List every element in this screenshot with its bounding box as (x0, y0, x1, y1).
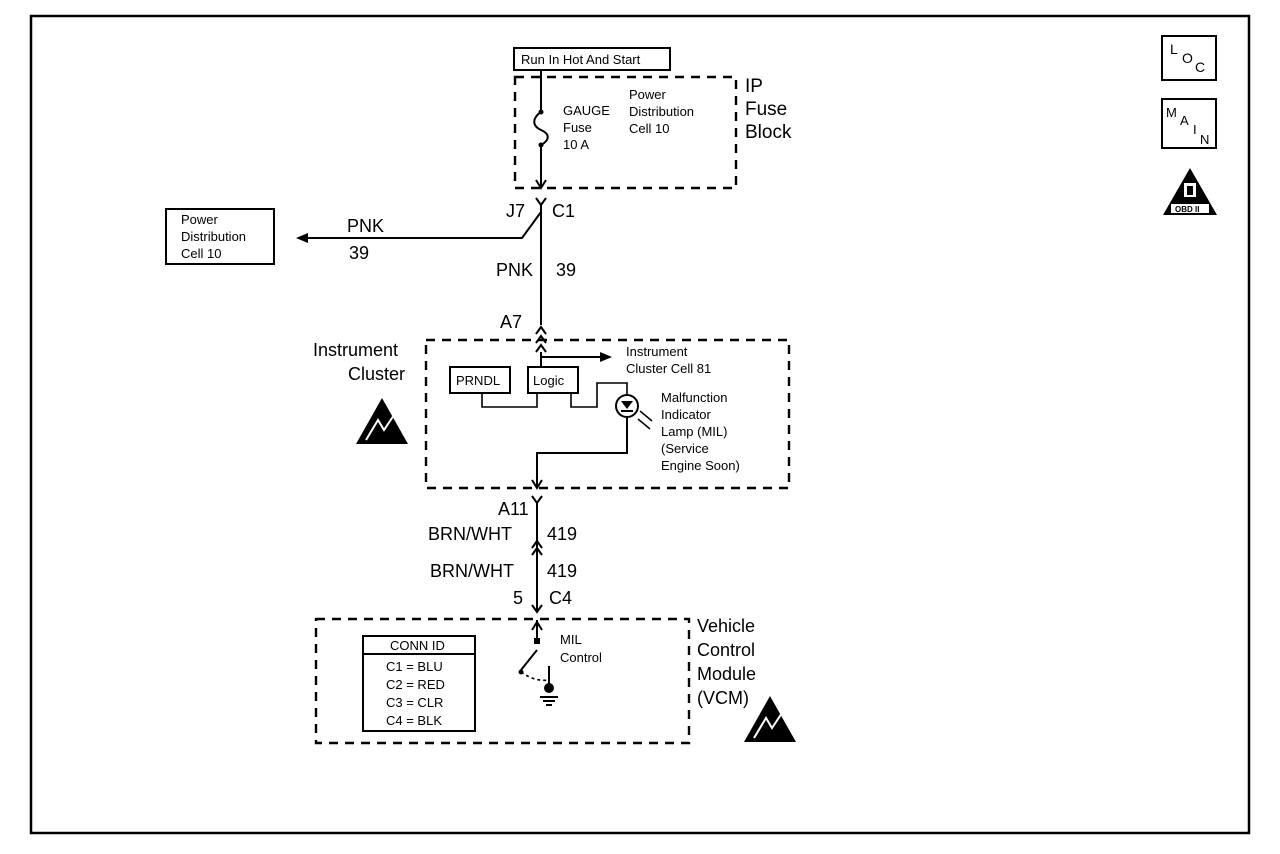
ip-fuse-block-label-2: Fuse (745, 99, 787, 120)
conn-id-c3: C3 = CLR (386, 695, 443, 710)
n419-label-2: 419 (547, 561, 577, 581)
left-pd-box (165, 208, 275, 265)
mil-label-5: Engine Soon) (661, 458, 740, 473)
j7-label: J7 (506, 201, 525, 221)
vcm-label-2: Control (697, 640, 755, 660)
pd-label-2: Distribution (629, 104, 694, 119)
diagram-frame (29, 14, 1251, 835)
esd-warning-icon-vcm (744, 696, 796, 742)
a7-label: A7 (500, 312, 522, 332)
run-start-box (513, 47, 671, 71)
left-pd-label-3: Cell 10 (181, 246, 221, 261)
conn-id-c1: C1 = BLU (386, 659, 443, 674)
a11-label: A11 (498, 499, 529, 519)
mil-control-label-2: Control (560, 650, 602, 665)
pnk-label: PNK (496, 260, 533, 280)
mil-label-1: Malfunction (661, 390, 727, 405)
brn-label-2: BRN/WHT (430, 561, 514, 581)
fuse-icon (533, 111, 549, 146)
mil-label-3: Lamp (MIL) (661, 424, 727, 439)
mil-label-4: (Service (661, 441, 709, 456)
connector-c4-icon (531, 604, 543, 614)
run-start-label: Run In Hot And Start (521, 52, 641, 67)
instrument-cluster-outline (424, 338, 791, 490)
arrow-right-icon (600, 352, 612, 362)
c4-label: C4 (549, 588, 572, 608)
left-pnk-label: PNK (347, 216, 384, 236)
connector-a11-icon (531, 495, 543, 505)
mil-switch-icon (520, 649, 538, 671)
gauge-fuse-label-2: Fuse (563, 120, 592, 135)
mil-label-2: Indicator (661, 407, 712, 422)
esd-warning-icon (356, 398, 408, 444)
n39-label: 39 (556, 260, 576, 280)
ip-fuse-block-label-3: Block (745, 122, 792, 143)
gauge-fuse-label-1: GAUGE (563, 103, 610, 118)
n5-label: 5 (513, 588, 523, 608)
c1-label: C1 (552, 201, 575, 221)
gauge-fuse-label-3: 10 A (563, 137, 589, 152)
vcm-label-4: (VCM) (697, 688, 749, 708)
vcm-label-1: Vehicle (697, 616, 755, 636)
logic-box (527, 366, 579, 394)
ic-cell-label-2: Cluster Cell 81 (626, 361, 711, 376)
main-n: N (1200, 132, 1209, 147)
n419-label-1: 419 (547, 524, 577, 544)
main-m: M (1166, 105, 1177, 120)
pd-label-3: Cell 10 (629, 121, 669, 136)
ip-fuse-block-outline (513, 75, 738, 190)
brn-label-1: BRN/WHT (428, 524, 512, 544)
prndl-box (449, 366, 511, 394)
connector-a7-icon (535, 325, 547, 335)
main-icon (1161, 98, 1217, 149)
conn-id-table (362, 635, 476, 732)
obd-label: OBD II (1175, 205, 1199, 214)
pd-label-1: Power (629, 87, 667, 102)
ip-fuse-block-label-1: IP (745, 76, 763, 97)
mil-lamp-icon (615, 394, 653, 430)
ic-cell-label-1: Instrument (626, 344, 688, 359)
main-i: I (1193, 122, 1197, 137)
loc-icon (1161, 35, 1217, 81)
conn-id-c2: C2 = RED (386, 677, 445, 692)
obd-ii-icon (1163, 168, 1217, 215)
conn-id-header: CONN ID (390, 638, 445, 653)
left-39-label: 39 (349, 243, 369, 263)
loc-l: L (1170, 41, 1178, 57)
mil-control-label-1: MIL (560, 632, 582, 647)
arrow-left-icon (296, 233, 308, 243)
logic-label: Logic (533, 373, 565, 388)
loc-o: O (1182, 50, 1193, 66)
left-pd-label-2: Distribution (181, 229, 246, 244)
instrument-cluster-label-1: Instrument (313, 340, 398, 360)
connector-c1-icon (535, 197, 547, 207)
left-pd-label-1: Power (181, 212, 219, 227)
conn-id-c4: C4 = BLK (386, 713, 442, 728)
prndl-label: PRNDL (456, 373, 500, 388)
vcm-label-3: Module (697, 664, 756, 684)
vcm-outline (314, 617, 691, 745)
instrument-cluster-label-2: Cluster (348, 364, 405, 384)
loc-c: C (1195, 59, 1205, 75)
main-a: A (1180, 113, 1189, 128)
